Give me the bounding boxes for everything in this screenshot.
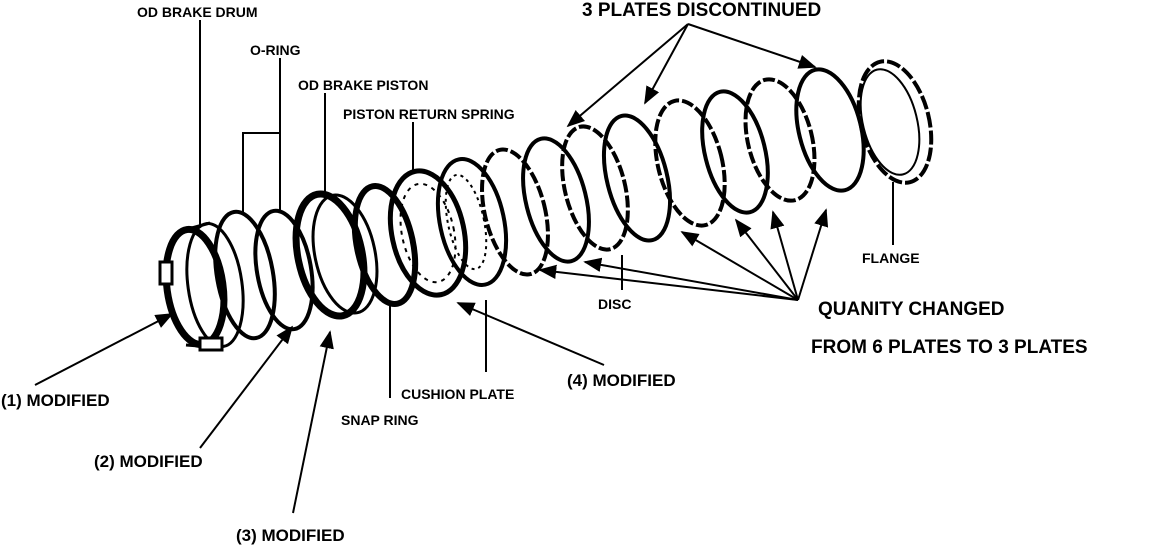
cushion-plate-part [435,157,509,287]
label-modified-1: (1) MODIFIED [1,391,110,410]
label-cushion-plate: CUSHION PLATE [401,386,515,402]
label-disc: DISC [598,296,632,312]
flange-part [856,59,934,185]
snap-ring-part [351,183,419,307]
label-from-6-to-3-plates: FROM 6 PLATES TO 3 PLATES [811,337,1088,358]
label-od-brake-piston: OD BRAKE PISTON [298,77,429,93]
label-modified-4: (4) MODIFIED [567,371,676,390]
label-od-brake-drum: OD BRAKE DRUM [137,4,258,20]
leader-lines [34,20,894,514]
clutch-pack-plates [480,67,866,277]
label-snap-ring: SNAP RING [341,412,419,428]
label-piston-return-spring: PISTON RETURN SPRING [343,106,515,122]
label-plates-discontinued: 3 PLATES DISCONTINUED [582,0,822,21]
label-quantity-changed: QUANITY CHANGED [818,299,1005,320]
od-brake-drum-part [158,221,245,352]
o-ring-part [213,208,315,341]
label-o-ring: O-RING [250,42,301,58]
od-brake-piston-part [292,190,379,320]
label-flange: FLANGE [862,250,920,266]
label-modified-3: (3) MODIFIED [236,526,345,545]
label-modified-2: (2) MODIFIED [94,452,203,471]
piston-return-spring-part [387,168,469,298]
